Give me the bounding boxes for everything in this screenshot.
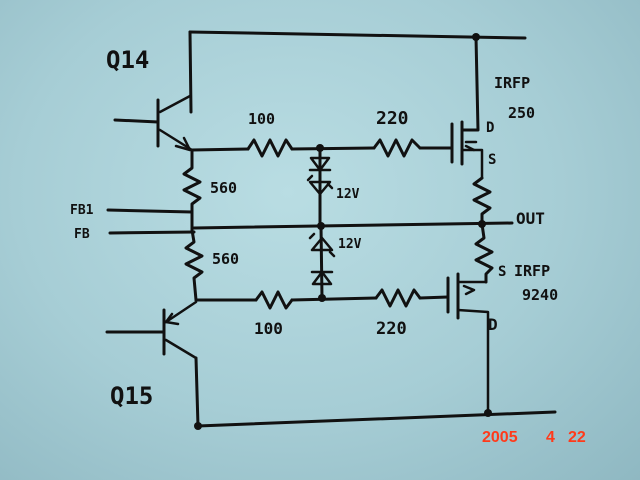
label-r-bot-100: 100	[254, 319, 283, 338]
top-gate-wire-a	[190, 147, 250, 152]
bottom-fet-arrow	[462, 284, 476, 296]
top-source-resistor	[472, 176, 492, 224]
label-r-bot-220: 220	[376, 319, 407, 339]
bottom-rail-wire	[196, 410, 557, 428]
date-stamp-day: 22	[568, 429, 586, 446]
bias-resistor-560-bot	[184, 228, 204, 302]
fb1-wire	[106, 208, 194, 214]
label-fb1: FB1	[70, 203, 94, 218]
label-r-top-100: 100	[248, 110, 275, 128]
bottom-rail-junction-left	[194, 422, 202, 430]
q14-collector-lead	[158, 94, 192, 114]
resistor-top-100	[246, 138, 294, 158]
q15-collector-wire	[194, 356, 200, 428]
label-q14: Q14	[106, 46, 149, 74]
label-bot-fet-s: S	[498, 264, 506, 280]
bias-resistor-560-top	[182, 148, 202, 232]
label-out: OUT	[516, 209, 545, 228]
resistor-top-220	[372, 138, 422, 158]
zener-bot-diode-2	[310, 270, 334, 286]
zener-bot-diode-1	[308, 232, 336, 258]
top-rail-wire	[188, 30, 527, 40]
label-fb: FB	[74, 227, 90, 242]
top-fet-source-lead	[460, 148, 484, 180]
zener-top-diode-1	[308, 156, 332, 172]
top-fet-drain-wire	[460, 35, 480, 132]
bottom-gate-junction	[318, 294, 326, 302]
label-bot-fet-d: D	[488, 315, 498, 334]
bottom-gate-wire-c	[418, 295, 450, 300]
fb-wire	[108, 230, 196, 235]
q14-collector-wire	[188, 30, 193, 114]
label-top-fet-part: IRFP	[494, 74, 530, 92]
label-top-fet-d: D	[486, 120, 494, 136]
bottom-gate-wire-b	[290, 296, 378, 302]
bottom-source-resistor	[474, 222, 494, 284]
label-zener-top: 12V	[336, 187, 360, 202]
label-top-fet-s: S	[488, 152, 496, 168]
label-r-top-220: 220	[376, 108, 409, 129]
date-stamp-month: 4	[546, 429, 555, 446]
q14-emitter-lead	[158, 128, 194, 152]
top-fet-arrow	[464, 140, 478, 152]
q14-emitter-arrow	[174, 136, 192, 152]
label-q15: Q15	[110, 382, 153, 410]
label-bot-fet-num: 9240	[522, 286, 558, 304]
resistor-bot-100	[254, 290, 294, 310]
date-stamp-year: 2005	[482, 429, 518, 446]
bottom-fet-drain-lead	[456, 308, 490, 414]
q14-base-lead	[113, 118, 160, 124]
q15-emitter-arrow	[164, 312, 180, 326]
label-top-fet-num: 250	[508, 104, 535, 122]
q15-collector-lead	[164, 338, 198, 360]
bottom-rail-junction-right	[484, 409, 492, 417]
top-gate-wire-b	[290, 146, 376, 151]
output-bus-wire	[192, 221, 514, 230]
zener-top-diode-2	[306, 174, 334, 196]
label-r-bias-560-top: 560	[210, 179, 237, 197]
label-zener-bot: 12V	[338, 237, 362, 252]
label-r-bias-560-bot: 560	[212, 250, 239, 268]
resistor-bot-220	[374, 288, 422, 308]
label-bot-fet-part: IRFP	[514, 262, 550, 280]
q15-emitter-lead	[164, 300, 198, 324]
